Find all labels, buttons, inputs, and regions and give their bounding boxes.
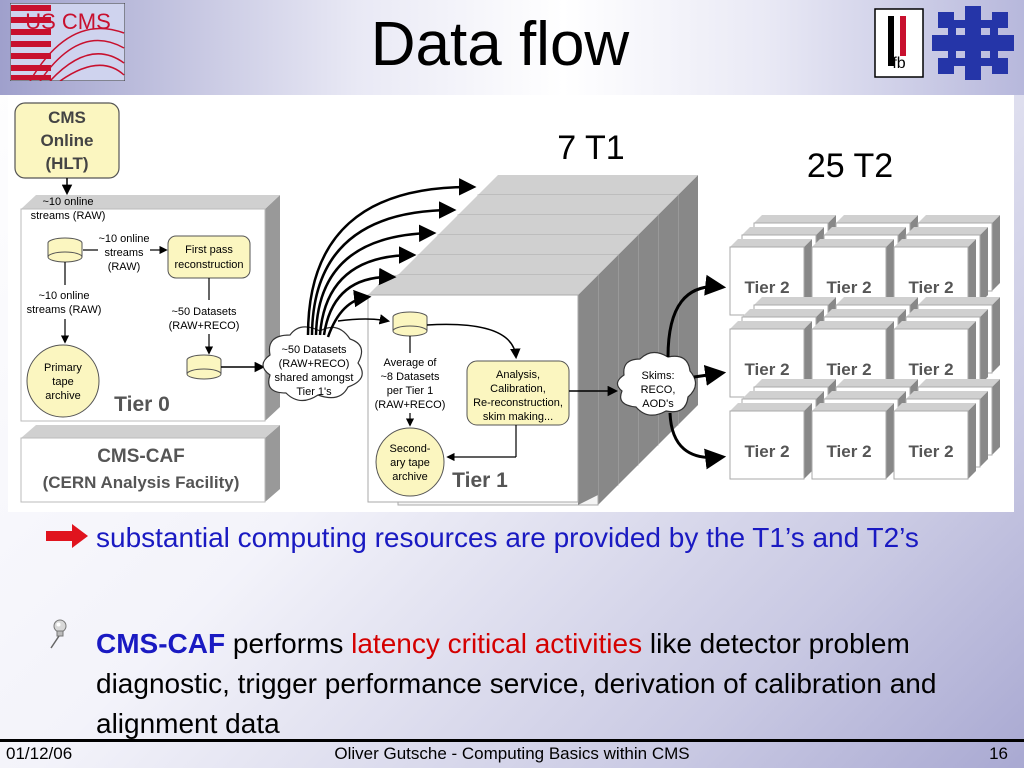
bullet-t1-t2-resources: substantial computing resources are prov…: [96, 522, 919, 553]
skims-line-1: Skims:: [642, 370, 675, 382]
us-cms-logo: US CMS: [10, 3, 125, 81]
primary-tape-line-3: archive: [45, 390, 80, 402]
flag-stripes: [11, 5, 51, 80]
tier1-disk-icon: [392, 311, 428, 337]
t1-count: 7 T1: [557, 129, 624, 167]
data-flow-diagram: CMS Online (HLT) ~10 online streams (RAW…: [8, 95, 1014, 512]
footer-date: 01/12/06: [6, 744, 73, 763]
tier2-label: Tier 2: [908, 360, 953, 379]
secondary-tape-line-3: archive: [392, 471, 427, 483]
bullet-cms-caf-text-1: performs: [225, 628, 352, 659]
title-bar: [0, 0, 1024, 95]
bullet-cms-caf-highlight: latency critical activities: [351, 628, 643, 659]
online-streams-3b: streams (RAW): [27, 304, 102, 316]
footer-divider: [0, 739, 1024, 742]
skims-line-3: AOD's: [642, 398, 674, 410]
tier2-label: Tier 2: [908, 442, 953, 461]
online-streams-3a: ~10 online: [38, 290, 89, 302]
tier2-label: Tier 2: [826, 360, 871, 379]
fermilab-logo: [932, 6, 1014, 80]
arrow-bullet-icon: [46, 524, 88, 548]
tier0-disk-icon-2: [186, 354, 222, 380]
tier2-grid: Tier 2 Tier 2 Tier 2 Tier 2 Tier 2 Tier 2 Tier…: [729, 215, 1000, 480]
tier2-label: Tier 2: [826, 442, 871, 461]
avg-datasets-line-3: per Tier 1: [387, 385, 433, 397]
tier1-label: Tier 1: [452, 469, 508, 492]
analysis-line-1: Analysis,: [496, 369, 540, 381]
fermilab-emblem-logo: fb: [874, 8, 924, 78]
secondary-tape-line-2: ary tape: [390, 457, 430, 469]
avg-datasets-line-4: (RAW+RECO): [375, 399, 446, 411]
shared-cloud-line-1: ~50 Datasets: [281, 344, 347, 356]
footer-author-title: Oliver Gutsche - Computing Basics within…: [334, 744, 690, 763]
tier0-box: ~10 online streams (RAW) ~10 online stre…: [20, 195, 280, 422]
cms-caf-box: CMS-CAF (CERN Analysis Facility): [20, 425, 280, 503]
shared-cloud-line-3: shared amongst: [275, 372, 354, 384]
online-streams-2a: ~10 online: [98, 233, 149, 245]
online-streams-1b: streams (RAW): [31, 210, 106, 222]
shared-cloud-line-2: (RAW+RECO): [279, 358, 350, 370]
analysis-line-4: skim making...: [483, 411, 553, 423]
tier0-label: Tier 0: [114, 393, 170, 416]
pin-bullet-icon: [50, 619, 67, 649]
primary-tape-line-1: Primary: [44, 362, 82, 374]
caf-subtitle: (CERN Analysis Facility): [43, 473, 240, 492]
tier2-label: Tier 2: [744, 278, 789, 297]
logo-mid-text: fb: [892, 55, 905, 72]
slide-title: Data flow: [370, 10, 630, 79]
cms-online-line-2: Online: [41, 131, 94, 150]
analysis-line-3: Re-reconstruction,: [473, 397, 563, 409]
avg-datasets-line-2: ~8 Datasets: [380, 371, 440, 383]
online-streams-2b: streams: [104, 247, 144, 259]
bullet-cms-caf-text-2: like detector problem diagnostic, trigge…: [96, 628, 937, 739]
skims-to-tier2-arrows: [666, 274, 727, 470]
tier2-node: Tier 2: [729, 215, 836, 316]
skims-line-2: RECO,: [641, 384, 676, 396]
first-pass-line-2: reconstruction: [174, 259, 243, 271]
tier2-label: Tier 2: [908, 278, 953, 297]
datasets-50-a: ~50 Datasets: [171, 306, 237, 318]
tier0-disk-icon: [47, 237, 83, 263]
primary-tape-line-2: tape: [52, 376, 73, 388]
first-pass-line-1: First pass: [185, 244, 233, 256]
online-streams-1a: ~10 online: [42, 196, 93, 208]
datasets-50-b: (RAW+RECO): [169, 320, 240, 332]
analysis-line-2: Calibration,: [490, 383, 546, 395]
cms-online-box: CMS Online (HLT): [14, 102, 120, 179]
distribution-arrows: [306, 178, 477, 338]
tier2-label: Tier 2: [744, 360, 789, 379]
shared-datasets-cloud: ~50 Datasets (RAW+RECO) shared amongst T…: [262, 326, 363, 402]
caf-title: CMS-CAF: [97, 446, 185, 467]
skims-cloud: Skims: RECO, AOD's: [616, 351, 697, 416]
bullet-cms-caf-term: CMS-CAF: [96, 628, 226, 659]
tier2-label: Tier 2: [744, 442, 789, 461]
shared-cloud-line-4: Tier 1's: [296, 386, 332, 398]
bullet-cms-caf: CMS-CAF performs latency critical activi…: [96, 624, 996, 744]
tier2-label: Tier 2: [826, 278, 871, 297]
tier1-content: Average of ~8 Datasets per Tier 1 (RAW+R…: [337, 311, 619, 497]
footer-page-number: 16: [989, 744, 1008, 763]
online-streams-2c: (RAW): [108, 261, 141, 273]
avg-datasets-line-1: Average of: [383, 357, 437, 369]
logo-left-text: US CMS: [25, 9, 111, 34]
cms-online-line-3: (HLT): [45, 154, 88, 173]
tier2-node: Tier 2: [893, 379, 1000, 480]
tier2-node: Tier 2: [893, 215, 1000, 316]
t2-count: 25 T2: [807, 147, 893, 185]
secondary-tape-line-1: Second-: [390, 443, 431, 455]
cms-online-line-1: CMS: [48, 108, 86, 127]
